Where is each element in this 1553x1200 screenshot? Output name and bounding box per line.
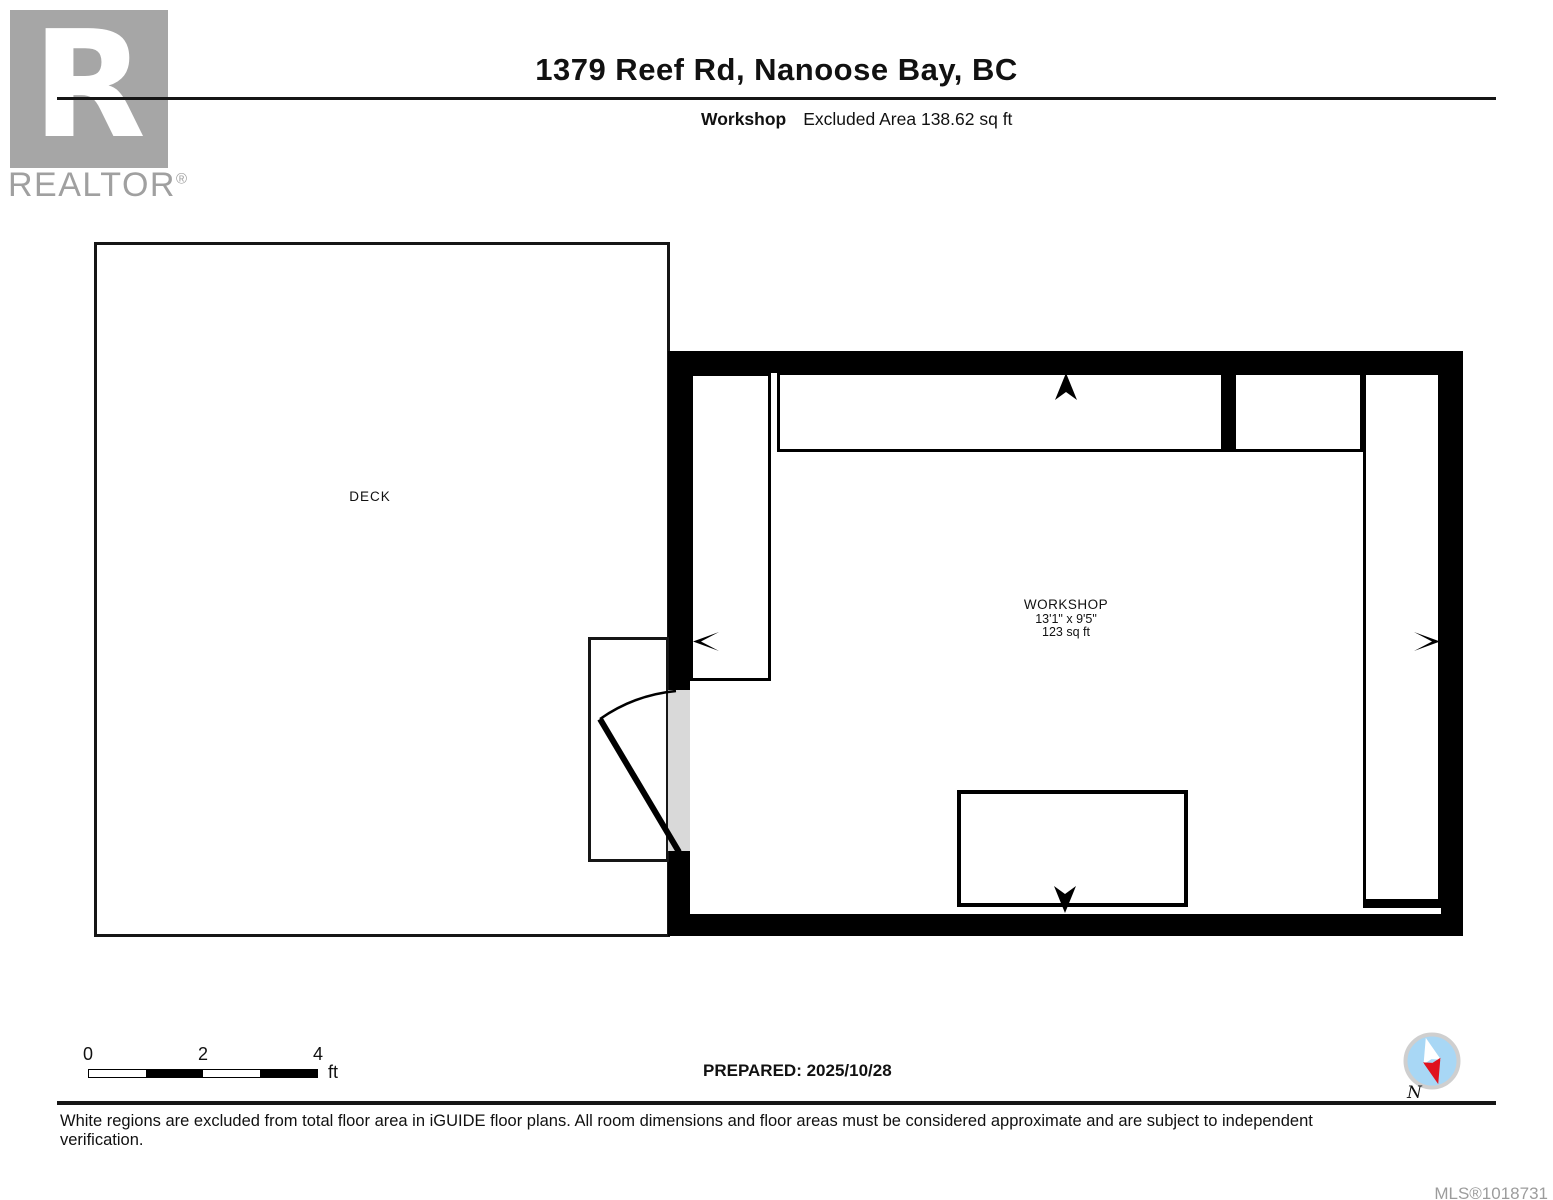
realtor-logo-letter: R: [32, 0, 146, 171]
arrow-down-icon: [1054, 886, 1076, 913]
scale-segment: [260, 1070, 317, 1077]
disclaimer-text: White regions are excluded from total fl…: [60, 1112, 1313, 1149]
arrow-right-icon: [1414, 632, 1440, 651]
scale-bar: [88, 1069, 318, 1078]
scale-segment: [203, 1070, 260, 1077]
workbench-top: [777, 372, 1224, 452]
door-swing-area: [588, 637, 669, 862]
scale-tick-4: 4: [312, 1044, 323, 1064]
scale-segment: [146, 1070, 203, 1077]
page-title: 1379 Reef Rd, Nanoose Bay, BC: [535, 52, 1018, 87]
floor-name: Workshop: [701, 109, 787, 129]
scale-segment: [89, 1070, 146, 1077]
room-area: 123 sq ft: [1042, 625, 1090, 640]
deck-label: DECK: [349, 489, 391, 504]
work-table: [957, 790, 1188, 907]
room-label: WORKSHOP 13'1" x 9'5" 123 sq ft: [966, 597, 1166, 640]
compass-north-label: N: [1407, 1083, 1422, 1103]
door-opening: [668, 690, 690, 851]
registered-mark: ®: [175, 170, 189, 188]
wall-stub: [1224, 372, 1233, 452]
prepared-date: PREPARED: 2025/10/28: [703, 1061, 892, 1080]
header-divider: [57, 97, 1496, 100]
mls-number: MLS®1018731: [1434, 1184, 1548, 1200]
realtor-brand-text: REALTOR®: [8, 166, 189, 204]
scale-tick-0: 0: [82, 1044, 93, 1064]
compass-icon: [1403, 1032, 1461, 1090]
arrow-up-icon: [1055, 373, 1077, 400]
room-dimensions: 13'1" x 9'5": [1035, 611, 1097, 626]
door-leaf-icon: [597, 689, 682, 854]
workbench-top-right: [1233, 372, 1363, 452]
counter-left: [690, 373, 771, 681]
room-name: WORKSHOP: [1023, 597, 1109, 612]
deck-outline: [94, 242, 670, 937]
realtor-logo-icon: R: [10, 10, 168, 168]
floor-subtitle: Workshop Excluded Area 138.62 sq ft: [701, 109, 1012, 130]
scale-tick-2: 2: [197, 1044, 208, 1064]
arrow-left-icon: [693, 632, 719, 651]
footer-divider: [57, 1101, 1496, 1105]
scale-unit: ft: [328, 1062, 339, 1082]
excluded-area-text: Excluded Area 138.62 sq ft: [803, 109, 1013, 129]
counter-right: [1363, 372, 1441, 908]
